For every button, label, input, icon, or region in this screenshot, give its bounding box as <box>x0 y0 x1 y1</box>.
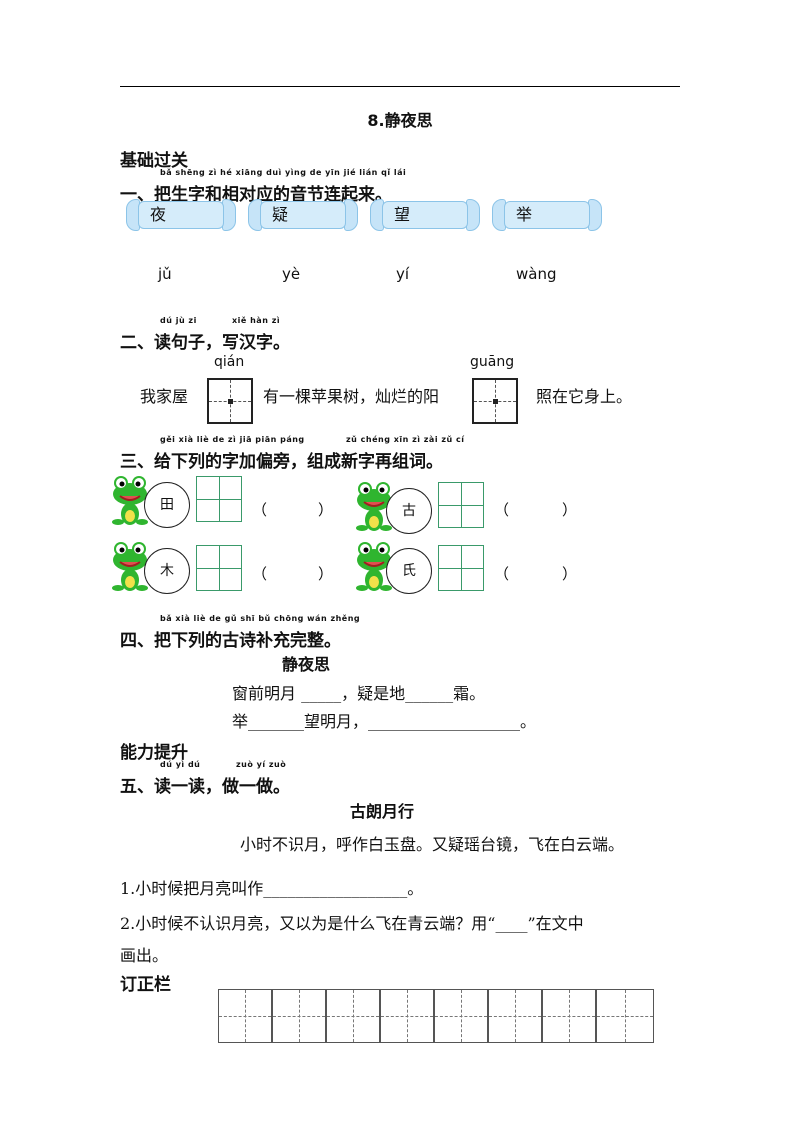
q2-pinyin-a: dú jù zi <box>160 316 197 325</box>
hint-guang: guāng <box>470 354 515 370</box>
grid-cell[interactable] <box>596 989 654 1043</box>
sentence-part-2: 有一棵苹果树，灿烂的阳 <box>263 387 440 406</box>
write-grid-2[interactable] <box>438 482 484 528</box>
sentence-part-3: 照在它身上。 <box>536 387 633 406</box>
grid-cell[interactable] <box>488 989 542 1043</box>
char-circle-mu: 木 <box>144 548 190 594</box>
q5-label: 五、读一读，做一做。 <box>120 777 290 797</box>
page-title: 8.静夜思 <box>367 111 433 130</box>
correction-grid[interactable] <box>218 989 654 1043</box>
paren-open-2: （ <box>494 501 510 519</box>
q2-label: 二、读句子，写汉字。 <box>120 333 290 353</box>
q4-pinyin: bǎ xià liè de gǔ shī bǔ chōng wán zhěng <box>160 614 361 623</box>
grid-cell[interactable] <box>434 989 488 1043</box>
frog-icon <box>356 540 392 596</box>
grid-cell[interactable] <box>272 989 326 1043</box>
frog-icon <box>112 474 148 530</box>
q3-pinyin-b: zǔ chéng xīn zì zài zǔ cí <box>346 435 465 444</box>
hint-qian: qián <box>214 354 245 370</box>
write-grid-3[interactable] <box>196 545 242 591</box>
grid-cell[interactable] <box>326 989 380 1043</box>
q3-pinyin-a: gěi xià liè de zì jiā piān páng <box>160 435 305 444</box>
q5-pinyin-a: dú yì dú <box>160 760 201 769</box>
section-advanced: 能力提升 <box>120 743 188 763</box>
frog-icon <box>356 480 392 536</box>
write-grid-4[interactable] <box>438 545 484 591</box>
char-ju: 举 <box>515 205 532 224</box>
correction-label: 订正栏 <box>120 975 171 995</box>
q5-question-1[interactable]: 1.小时候把月亮叫作__________________。 <box>120 879 424 898</box>
q5-poem-title: 古朗月行 <box>350 802 415 821</box>
answer-blank-2[interactable] <box>514 498 560 518</box>
char-circle-shi: 氏 <box>386 548 432 594</box>
char-wang: 望 <box>393 205 410 224</box>
q5-pinyin-b: zuò yí zuò <box>236 760 287 769</box>
q4-poem-title: 静夜思 <box>282 655 331 674</box>
sound-wang[interactable]: wàng <box>516 265 557 283</box>
section-basic: 基础过关 <box>120 151 188 171</box>
candy-icon[interactable]: 疑 <box>248 197 358 233</box>
q4-label: 四、把下列的古诗补充完整。 <box>120 631 341 651</box>
char-circle-tian: 田 <box>144 482 190 528</box>
q5-question-2[interactable]: 2.小时候不认识月亮，又以为是什么飞在青云端？用“____”在文中 <box>120 914 584 933</box>
answer-blank-4[interactable] <box>514 562 560 582</box>
sound-yi[interactable]: yí <box>396 265 410 283</box>
write-box-qian[interactable] <box>207 378 253 424</box>
paren-open-4: （ <box>494 565 510 583</box>
q2-pinyin-b: xiě hàn zì <box>232 316 281 325</box>
write-box-guang[interactable] <box>472 378 518 424</box>
char-ye: 夜 <box>149 205 166 224</box>
q4-line-1[interactable]: 窗前明月 _____，疑是地______霜。 <box>232 684 486 703</box>
frog-icon <box>112 540 148 596</box>
answer-blank-3[interactable] <box>272 562 318 582</box>
grid-cell[interactable] <box>380 989 434 1043</box>
sound-ju[interactable]: jǔ <box>158 265 172 283</box>
paren-close-3: ） <box>318 565 334 583</box>
q5-question-2-cont: 画出。 <box>120 946 169 965</box>
char-circle-gu: 古 <box>386 488 432 534</box>
paren-open-1: （ <box>252 501 268 519</box>
candy-icon[interactable]: 望 <box>370 197 480 233</box>
candy-icon[interactable]: 举 <box>492 197 602 233</box>
sentence-part-1: 我家屋 <box>140 387 189 406</box>
grid-cell[interactable] <box>542 989 596 1043</box>
sound-ye[interactable]: yè <box>282 265 301 283</box>
paren-close-2: ） <box>562 501 578 519</box>
q4-line-2[interactable]: 举_______望明月，___________________。 <box>232 712 537 731</box>
q1-label: 一、把生字和相对应的音节连起来。 <box>120 185 392 205</box>
paren-close-4: ） <box>562 565 578 583</box>
q5-poem-text: 小时不识月，呼作白玉盘。又疑瑶台镜，飞在白云端。 <box>240 835 625 854</box>
top-rule <box>120 86 680 87</box>
paren-open-3: （ <box>252 565 268 583</box>
q3-label: 三、给下列的字加偏旁，组成新字再组词。 <box>120 452 443 472</box>
answer-blank-1[interactable] <box>272 498 318 518</box>
candy-icon[interactable]: 夜 <box>126 197 236 233</box>
grid-cell[interactable] <box>218 989 272 1043</box>
paren-close-1: ） <box>318 501 334 519</box>
write-grid-1[interactable] <box>196 476 242 522</box>
char-yi: 疑 <box>271 205 288 224</box>
q1-pinyin: bǎ shēng zì hé xiāng duì yìng de yīn jié… <box>160 168 407 177</box>
